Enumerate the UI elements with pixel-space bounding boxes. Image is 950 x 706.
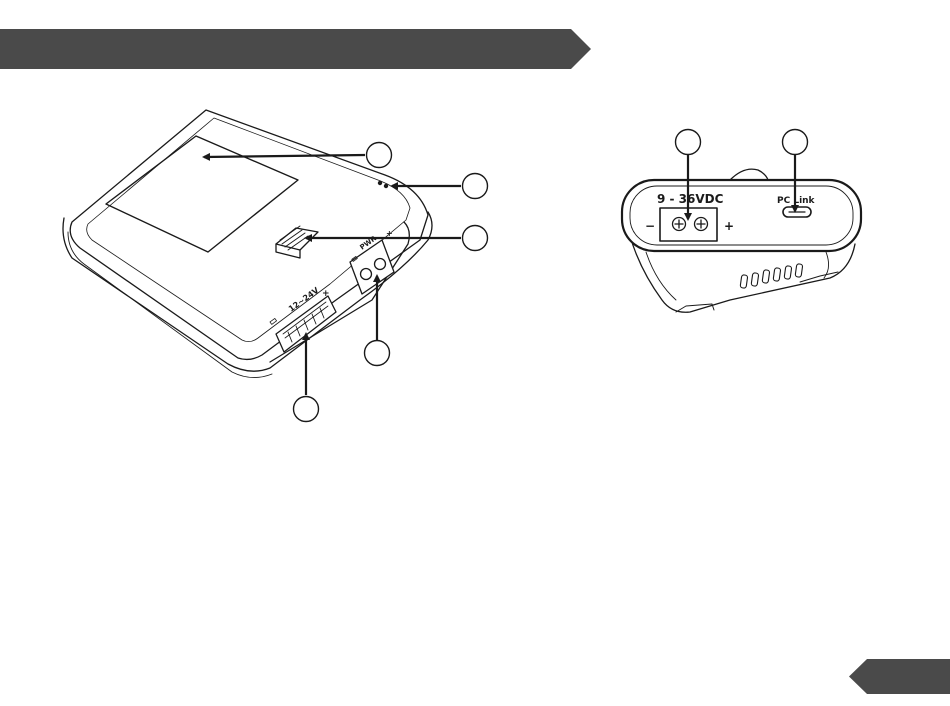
callout-circle-1 — [367, 143, 392, 168]
callout-circle-4 — [365, 341, 390, 366]
dc-in-plus: + — [322, 289, 330, 299]
callout-circle-5 — [294, 397, 319, 422]
top-knob — [730, 169, 768, 180]
device-rear-figure: 9 - 36VDC − + PC Link — [622, 130, 861, 313]
callout-circle-3 — [463, 226, 488, 251]
terminal-screw-left — [673, 218, 686, 231]
callout-circle-7 — [783, 130, 808, 155]
pc-link-label: PC Link — [777, 196, 816, 206]
rear-panel — [622, 180, 861, 251]
power-plus: + — [386, 229, 393, 238]
callout-circle-6 — [676, 130, 701, 155]
terminal-minus: − — [645, 219, 655, 233]
terminal-plus: + — [724, 219, 734, 233]
callout-circle-2 — [463, 174, 488, 199]
terminal-screw-right — [695, 218, 708, 231]
voltage-label: 9 - 36VDC — [657, 192, 724, 206]
